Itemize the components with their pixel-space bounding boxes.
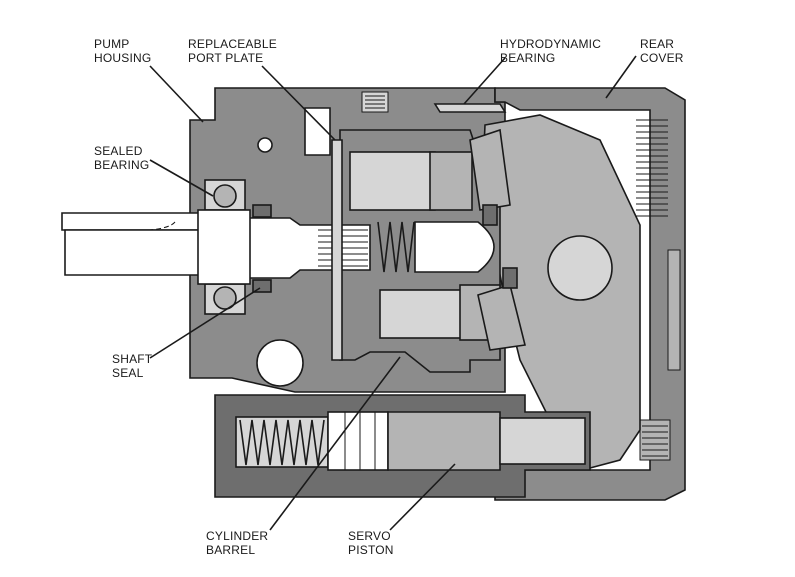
svg-text:HYDRODYNAMIC: HYDRODYNAMIC: [500, 37, 601, 51]
sealed-bearing: [197, 179, 251, 315]
svg-text:HOUSING: HOUSING: [94, 51, 151, 65]
svg-text:SERVO: SERVO: [348, 529, 391, 543]
piston-slippers: [469, 128, 526, 351]
leader-rear-cover: [605, 55, 637, 99]
label-hydrodynamic-bearing: HYDRODYNAMIC BEARING: [500, 37, 601, 65]
label-shaft-seal: SHAFT SEAL: [112, 352, 153, 380]
leader-servo-piston: [389, 463, 456, 531]
svg-text:SEAL: SEAL: [112, 366, 144, 380]
svg-text:CYLINDER: CYLINDER: [206, 529, 268, 543]
rear-plug-threads: [642, 425, 668, 457]
drive-shaft: [61, 212, 495, 279]
leader-lines: [149, 55, 637, 531]
hydrodynamic-bearing: [433, 103, 507, 113]
svg-text:REAR: REAR: [640, 37, 674, 51]
svg-text:PORT PLATE: PORT PLATE: [188, 51, 263, 65]
center-spring: [377, 221, 415, 273]
shaft-seal: [252, 204, 272, 293]
label-pump-housing: PUMP HOUSING: [94, 37, 151, 65]
shaft-spline: [318, 229, 368, 267]
svg-text:REPLACEABLE: REPLACEABLE: [188, 37, 277, 51]
svg-text:SHAFT: SHAFT: [112, 352, 153, 366]
svg-text:BEARING: BEARING: [500, 51, 555, 65]
svg-text:PISTON: PISTON: [348, 543, 394, 557]
label-sealed-bearing: SEALED BEARING: [94, 144, 149, 172]
leader-pump-housing: [149, 65, 204, 123]
svg-text:COVER: COVER: [640, 51, 684, 65]
leader-port-plate: [261, 65, 336, 141]
replaceable-port-plate: [331, 139, 343, 361]
svg-text:SEALED: SEALED: [94, 144, 143, 158]
rear-cover-threads: [636, 119, 668, 217]
svg-text:BARREL: BARREL: [206, 543, 255, 557]
top-port-threads: [365, 95, 385, 109]
leader-cylinder-barrel: [269, 356, 401, 531]
yoke-pivot: [547, 235, 613, 301]
rear-cover: [494, 87, 686, 501]
leader-shaft-seal: [149, 287, 261, 359]
servo-section: [214, 394, 591, 498]
svg-text:PUMP: PUMP: [94, 37, 129, 51]
leader-sealed-bearing: [149, 159, 214, 197]
svg-text:BEARING: BEARING: [94, 158, 149, 172]
label-port-plate: REPLACEABLE PORT PLATE: [188, 37, 277, 65]
label-servo-piston: SERVO PISTON: [348, 529, 394, 557]
label-rear-cover: REAR COVER: [640, 37, 684, 65]
servo-piston: [387, 411, 501, 471]
label-cylinder-barrel: CYLINDER BARREL: [206, 529, 268, 557]
servo-spring: [239, 419, 325, 466]
leader-hydro-bearing: [463, 57, 506, 105]
